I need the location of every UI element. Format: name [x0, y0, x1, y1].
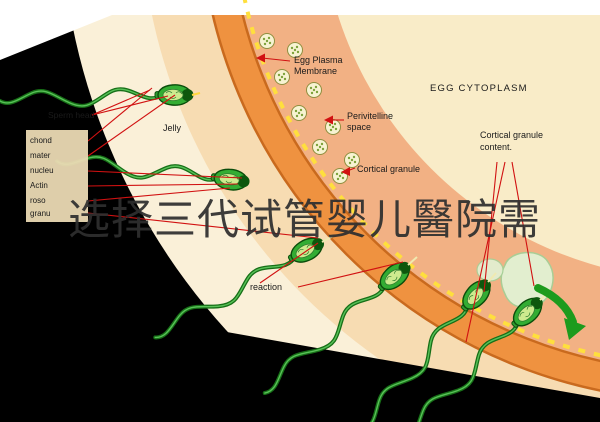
sperm-head-label: Sperm head [48, 110, 95, 120]
acrosomal-process [321, 235, 334, 243]
perivitelline-space-label-line1: Perivitelline [347, 111, 393, 121]
left-label-fragment: nucleu [30, 166, 54, 175]
page-bottom-crop [0, 292, 600, 422]
egg-cytoplasm-label: EGG CYTOPLASM [430, 83, 528, 94]
perivitelline-space-label-line2: space [347, 122, 371, 132]
annotation-arrowheads [256, 53, 350, 176]
annotation-lines [87, 57, 535, 343]
egg-plasma-membrane-label-line2: Membrane [294, 66, 337, 76]
cortical-granule [312, 139, 328, 155]
cortical-granule-content-blob-small [476, 258, 504, 282]
egg-layers [68, 0, 600, 422]
left-label-fragment: Actin [30, 181, 48, 190]
acrosome-tip-mark [191, 92, 201, 96]
page-white-strip [0, 0, 600, 15]
acrosome-reaction-label: reaction [250, 282, 282, 292]
left-label-fragment: granu [30, 209, 50, 218]
acrosomal-process [487, 272, 497, 283]
left-label-fragment: chond [30, 136, 52, 145]
page-white-corner [0, 15, 112, 60]
left-truncated-labels: chond mater nucleu Actin roso granu [30, 136, 54, 218]
cortical-granule-label: Cortical granule [357, 164, 420, 174]
cortical-granule [306, 82, 322, 98]
egg-plasma-membrane-label-line1: Egg Plasma [294, 55, 343, 65]
chinese-watermark-text: 选择三代试管婴儿醫院需 [68, 195, 542, 244]
cortical-granule [291, 105, 307, 121]
acrosomal-process [407, 256, 418, 266]
left-label-box [26, 130, 88, 222]
egg-cytoplasm-layer [333, 0, 600, 267]
cortical-granule [274, 69, 290, 85]
cortical-granule-content-label-line2: content. [480, 142, 512, 152]
left-label-fragment: roso [30, 196, 46, 205]
left-label-fragment: mater [30, 151, 51, 160]
cortical-granule-content-label-line1: Cortical granule [480, 130, 543, 140]
sperm-path-arrow [534, 284, 586, 340]
cortical-granule [259, 33, 275, 49]
jelly-label: Jelly [163, 123, 182, 133]
